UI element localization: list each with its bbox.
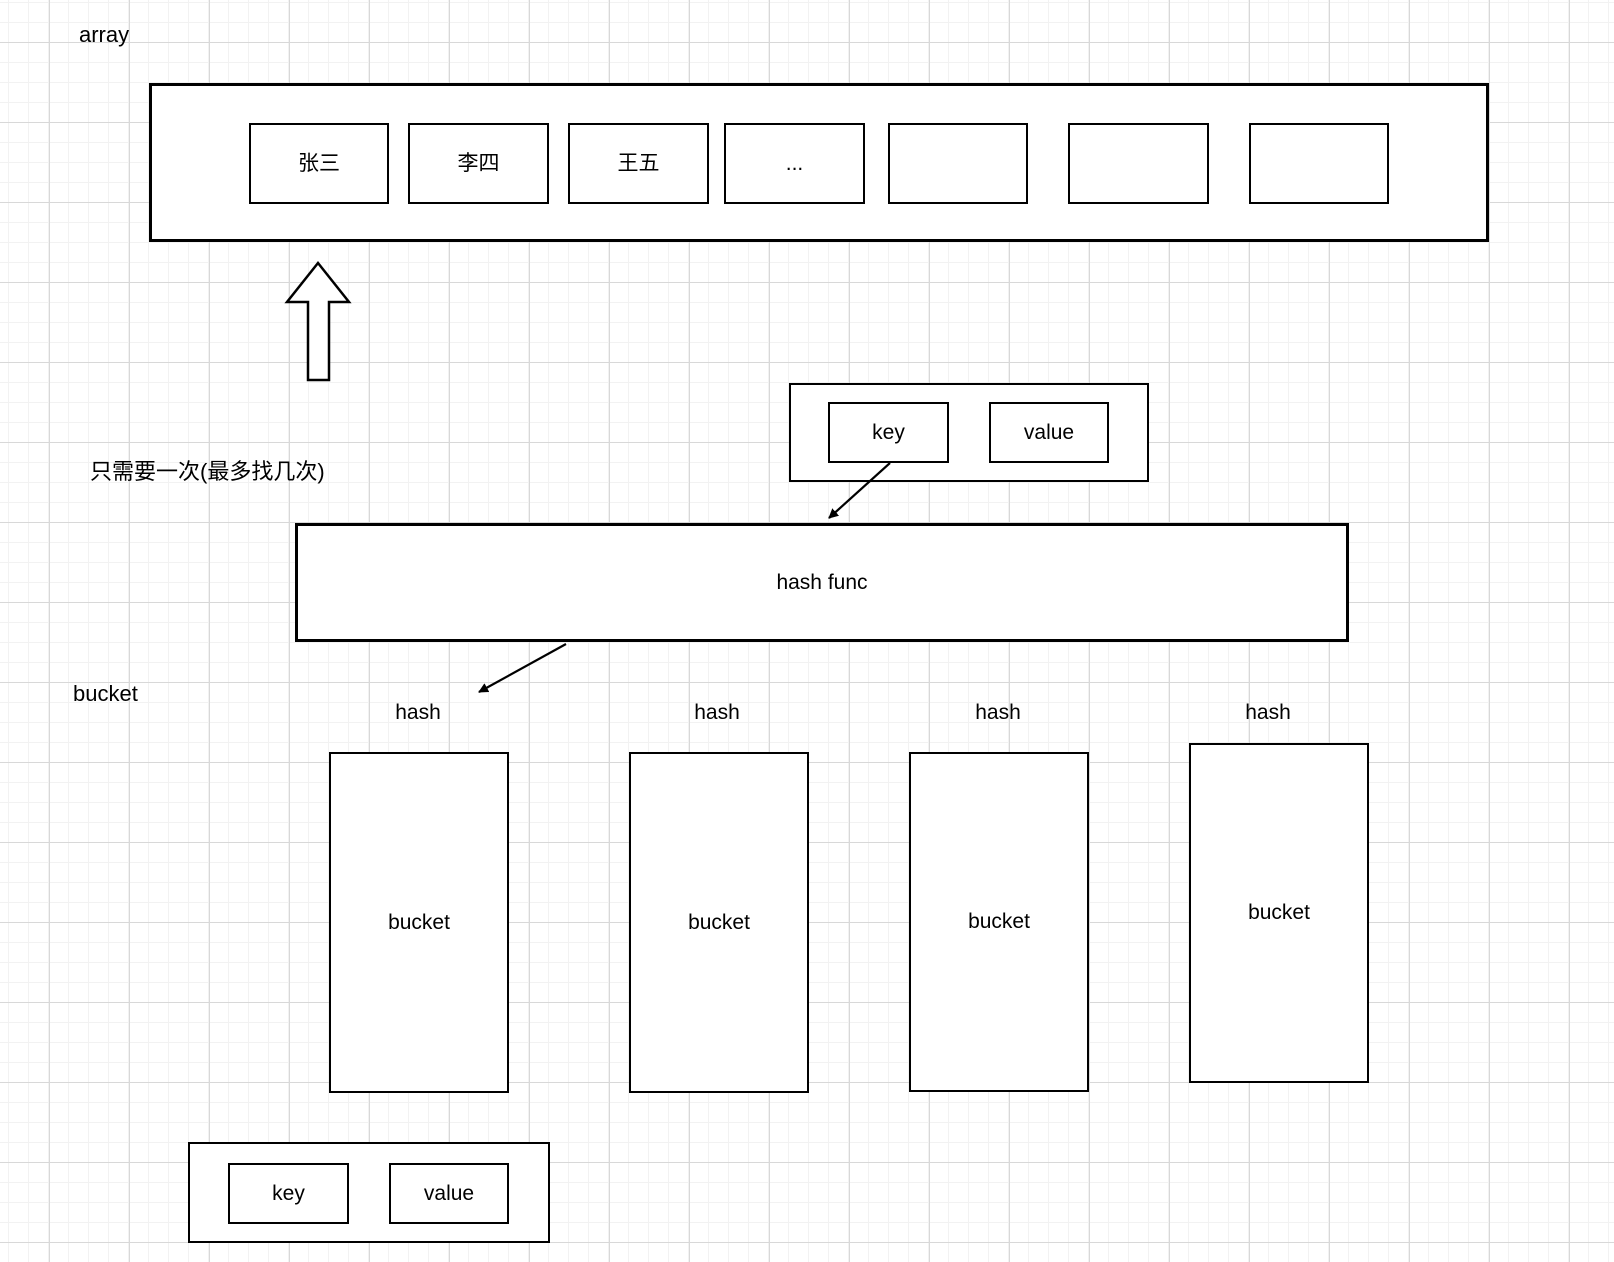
up-block-arrow[interactable] <box>284 260 352 382</box>
hashfunc-to-bucket-arrow[interactable] <box>478 643 567 693</box>
array-cell-4-label: ... <box>785 151 804 175</box>
array-cell-1-label: 张三 <box>298 151 340 175</box>
bucket-2-label: bucket <box>688 910 750 934</box>
kv-bottom-value-label: value <box>423 1181 475 1205</box>
array-cell-5[interactable] <box>888 123 1028 204</box>
array-cell-1[interactable]: 张三 <box>249 123 389 204</box>
kv-top-key-box[interactable]: key <box>828 402 949 463</box>
bucket-3-hash-label[interactable]: hash <box>975 701 1021 724</box>
kv-top-key-label: key <box>872 420 905 444</box>
bucket-1-hash-label[interactable]: hash <box>395 701 441 724</box>
kv-bottom-key-label: key <box>272 1181 305 1205</box>
array-cell-7[interactable] <box>1249 123 1389 204</box>
bucket-3-label: bucket <box>968 910 1030 934</box>
bucket-4-label: bucket <box>1248 901 1310 925</box>
hash-func-label: hash func <box>776 570 868 594</box>
array-cell-2[interactable]: 李四 <box>408 123 549 204</box>
bucket-1-label: bucket <box>388 910 450 934</box>
bucket-4-box[interactable]: bucket <box>1189 743 1369 1083</box>
array-cell-4[interactable]: ... <box>724 123 865 204</box>
bucket-2-hash-label[interactable]: hash <box>694 701 740 724</box>
kv-top-value-box[interactable]: value <box>989 402 1109 463</box>
array-section-label[interactable]: array <box>79 22 130 47</box>
kv-top-value-label: value <box>1023 420 1075 444</box>
bucket-4-hash-label[interactable]: hash <box>1245 701 1291 724</box>
hash-func-box[interactable]: hash func <box>295 523 1349 642</box>
array-cell-2-label: 李四 <box>457 151 500 175</box>
array-cell-6[interactable] <box>1068 123 1209 204</box>
kv-bottom-key-box[interactable]: key <box>228 1163 349 1224</box>
kv-bottom-value-box[interactable]: value <box>389 1163 509 1224</box>
note-label[interactable]: 只需要一次(最多找几次) <box>90 459 325 484</box>
bucket-3-box[interactable]: bucket <box>909 752 1089 1092</box>
bucket-section-label[interactable]: bucket <box>73 681 138 706</box>
bucket-1-box[interactable]: bucket <box>329 752 509 1093</box>
array-cell-3[interactable]: 王五 <box>568 123 709 204</box>
array-cell-3-label: 王五 <box>617 151 660 175</box>
key-to-hashfunc-arrow[interactable] <box>828 462 891 519</box>
bucket-2-box[interactable]: bucket <box>629 752 809 1093</box>
